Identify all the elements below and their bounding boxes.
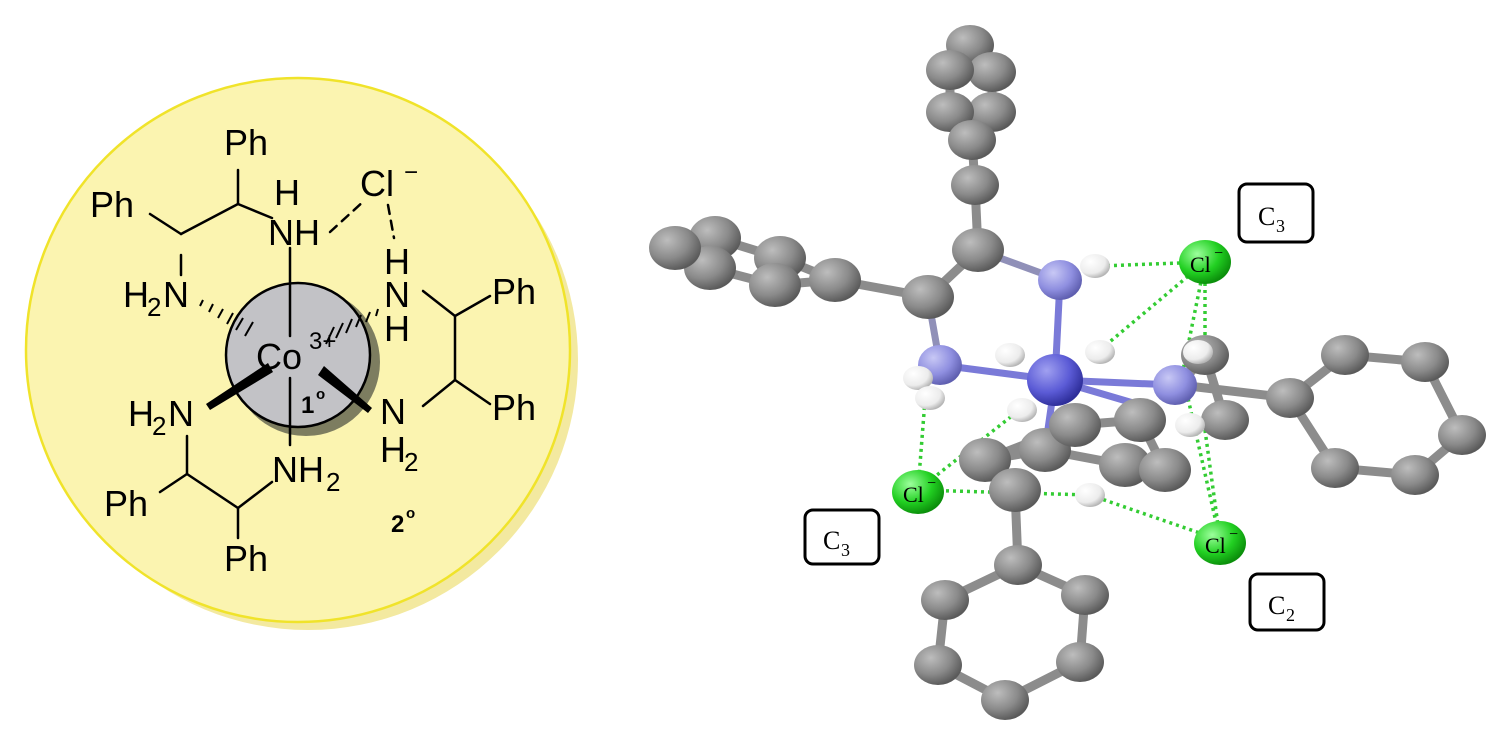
ph-label-top: Ph (224, 122, 268, 163)
top-amine-nh: NH (268, 212, 320, 253)
right-upper-amine-n: N (384, 274, 410, 315)
cl-charge-left: − (927, 475, 936, 492)
hashed-bonds (199, 299, 379, 345)
chloride-labels: Cl − Cl − Cl − (903, 245, 1238, 558)
ph-label-top-left: Ph (90, 184, 134, 225)
right-lower-amine-sub: 2 (404, 447, 418, 477)
chloride-atom-top (1179, 240, 1231, 284)
cobalt-atom (1027, 354, 1083, 406)
crystal-structure: Cl − Cl − Cl − C 3 C 3 C 2 (649, 25, 1486, 720)
first-sphere-label: 1 (301, 392, 314, 419)
right-lower-amine-n: N (380, 391, 406, 432)
atom-labels: Co 3+ 1 o 2 o Ph Ph Ph Ph Ph Ph H NH Cl … (90, 122, 536, 579)
chloride-label-scheme: Cl (360, 163, 394, 204)
ph-label-bottom-left: Ph (104, 483, 148, 524)
right-upper-amine-h-top: H (384, 241, 410, 282)
svg-text:2: 2 (1286, 605, 1295, 625)
metal-disc (224, 281, 372, 429)
second-sphere-label: 2 (391, 511, 404, 538)
symmetry-label-c3-left: C 3 (803, 508, 881, 566)
left-lower-amine-sub: 2 (152, 411, 166, 441)
cl-label-bottom: Cl (1205, 533, 1226, 558)
second-sphere-degree: o (406, 505, 415, 522)
symmetry-label-c2-bottom: C 2 (1248, 572, 1326, 632)
chloride-atom-bottom (1194, 521, 1246, 565)
top-amine-h: H (274, 172, 300, 213)
right-lower-amine-h: H (380, 429, 406, 470)
cl-label-top: Cl (1190, 252, 1211, 277)
svg-text:C: C (1268, 591, 1285, 620)
cl-charge-bottom: − (1229, 526, 1238, 543)
left-lower-amine-h: H (128, 393, 154, 434)
carbon-atoms (649, 25, 1486, 720)
right-upper-amine-h-bottom: H (384, 308, 410, 349)
chloride-charge-scheme: − (404, 159, 418, 186)
left-lower-amine-n: N (168, 393, 194, 434)
svg-text:C: C (823, 526, 840, 555)
svg-text:3: 3 (1276, 216, 1285, 236)
cl-charge-top: − (1214, 245, 1223, 262)
ph-label-right-upper: Ph (492, 271, 536, 312)
wedge-bond-right (318, 366, 372, 413)
symmetry-label-c3-top: C 3 (1237, 182, 1315, 244)
left-upper-amine-h: H (123, 274, 149, 315)
left-upper-amine-sub: 2 (147, 292, 161, 322)
hydrogen-atoms (903, 254, 1213, 507)
schematic-structure: Co 3+ 1 o 2 o Ph Ph Ph Ph Ph Ph H NH Cl … (24, 76, 578, 630)
nitrogen-atoms (918, 260, 1197, 405)
left-upper-amine-n: N (163, 274, 189, 315)
bottom-amine-sub: 2 (326, 467, 340, 497)
svg-text:C: C (1258, 202, 1275, 231)
cl-label-left: Cl (903, 482, 924, 507)
cobalt-label: Co (256, 336, 302, 377)
first-sphere-degree: o (316, 386, 325, 403)
ph-label-bottom: Ph (224, 538, 268, 579)
bond-lines (148, 168, 492, 540)
bottom-amine-nh: NH (272, 449, 324, 490)
ph-label-right-lower: Ph (492, 387, 536, 428)
wedge-bond-left (206, 363, 273, 410)
cobalt-charge: 3+ (309, 328, 336, 355)
chloride-atoms (892, 240, 1246, 565)
svg-text:3: 3 (841, 540, 850, 560)
chloride-atom-left (892, 470, 944, 514)
